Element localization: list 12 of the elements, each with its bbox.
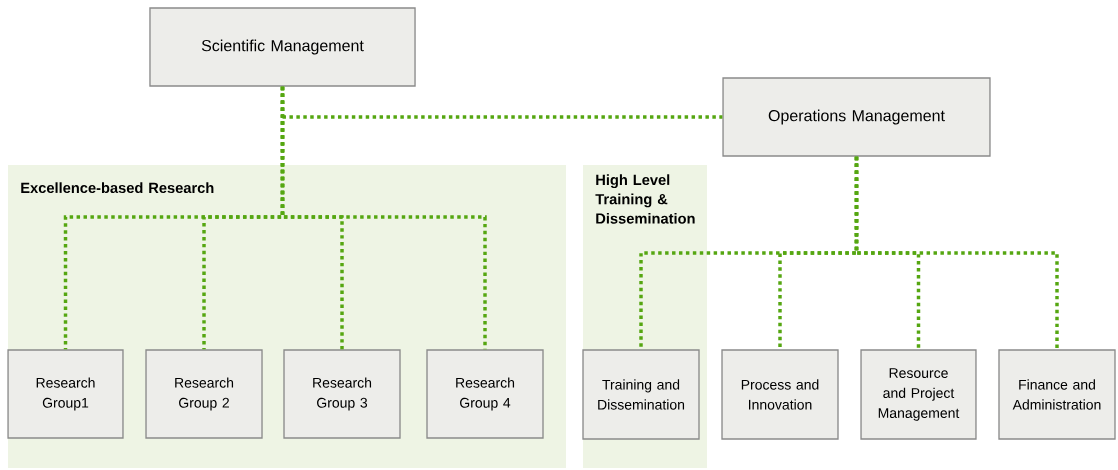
process-box: Research Group1 (7, 349, 124, 439)
process-box: Finance and Administration (998, 349, 1116, 440)
process-box: Process and Innovation (721, 349, 839, 440)
process-box: Operations Management (722, 77, 991, 157)
connector-line (854, 156, 1059, 350)
process-box: Research Group 2 (145, 349, 263, 439)
process-box: Research Group 3 (283, 349, 401, 439)
connector-line (282, 115, 723, 119)
process-box: Training and Dissemination (582, 349, 700, 440)
process-box: Scientific Management (149, 7, 416, 87)
process-box: Research Group 4 (426, 349, 544, 439)
process-box: Resource and Project Management (860, 349, 977, 440)
